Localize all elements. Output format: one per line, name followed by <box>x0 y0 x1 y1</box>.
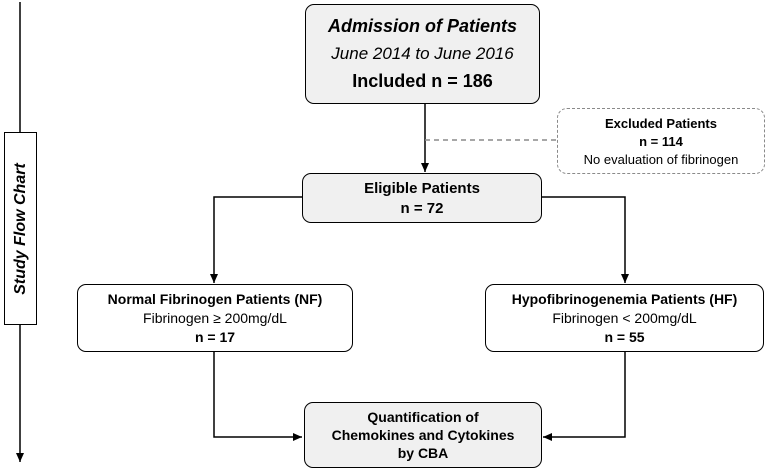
normal-criterion: Fibrinogen ≥ 200mg/dL <box>143 310 287 326</box>
excluded-title: Excluded Patients <box>605 115 717 131</box>
study-flow-chart-label: Study Flow Chart <box>4 132 37 325</box>
hypo-count: n = 55 <box>604 329 645 345</box>
normal-title: Normal Fibrinogen Patients (NF) <box>107 291 323 307</box>
side-label-text: Study Flow Chart <box>11 162 29 295</box>
arrow-eligible-to-normal <box>210 196 302 283</box>
eligible-box: Eligible Patients n = 72 <box>302 173 542 223</box>
quant-line-3: by CBA <box>397 445 449 461</box>
hypo-criterion: Fibrinogen < 200mg/dL <box>552 310 697 326</box>
admission-included: Included n = 186 <box>352 71 493 91</box>
normal-fibrinogen-box: Normal Fibrinogen Patients (NF) Fibrinog… <box>77 284 353 352</box>
quantification-box: Quantification of Chemokines and Cytokin… <box>304 402 542 468</box>
admission-box: Admission of Patients June 2014 to June … <box>305 4 540 104</box>
quant-line-1: Quantification of <box>367 409 479 425</box>
excluded-reason: No evaluation of fibrinogen <box>583 151 739 167</box>
arrow-hypo-to-quant <box>543 352 626 441</box>
admission-title: Admission of Patients <box>327 16 518 36</box>
excluded-count: n = 114 <box>639 133 683 149</box>
normal-count: n = 17 <box>194 329 236 345</box>
hypo-title: Hypofibrinogenemia Patients (HF) <box>511 291 738 307</box>
eligible-title: Eligible Patients <box>364 179 480 197</box>
arrow-normal-to-quant <box>213 352 302 441</box>
quant-line-2: Chemokines and Cytokines <box>331 427 515 443</box>
hypofibrinogenemia-box: Hypofibrinogenemia Patients (HF) Fibrino… <box>485 284 764 352</box>
eligible-count: n = 72 <box>400 199 444 217</box>
admission-period: June 2014 to June 2016 <box>331 44 514 63</box>
excluded-box: Excluded Patients n = 114 No evaluation … <box>557 108 765 174</box>
arrow-eligible-to-hypo <box>542 196 629 283</box>
